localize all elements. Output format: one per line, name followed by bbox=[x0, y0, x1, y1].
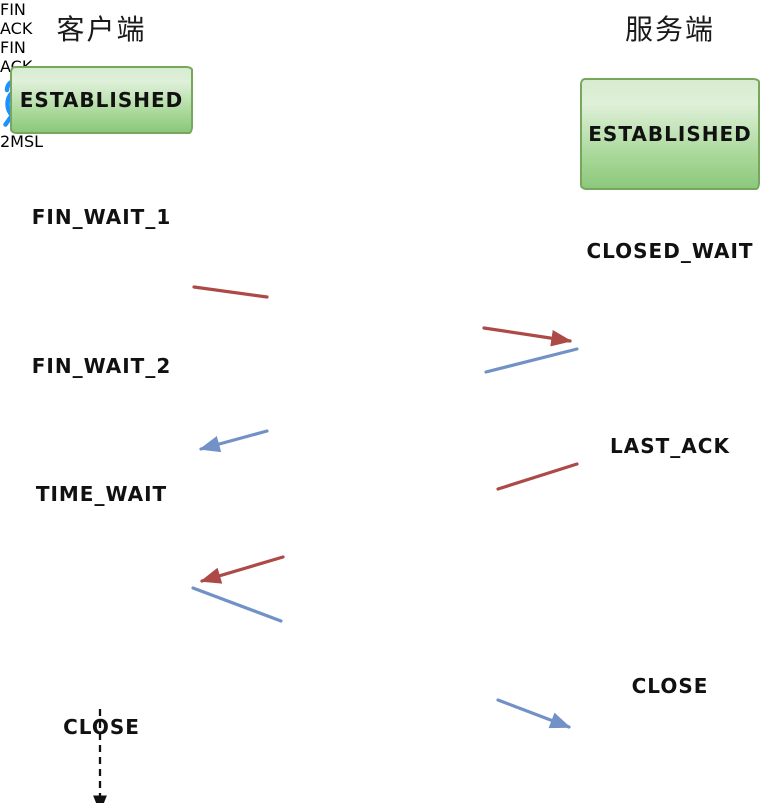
server-state-established: ESTABLISHED bbox=[580, 78, 760, 190]
message-arrows-layer bbox=[93, 285, 579, 803]
client-state-fin-wait-1: FIN_WAIT_1 bbox=[10, 134, 193, 300]
client-state-fin-wait-2: FIN_WAIT_2 bbox=[10, 300, 193, 432]
client-state-close-label: CLOSE bbox=[63, 714, 140, 739]
ack-message-label-1: ACK bbox=[0, 19, 33, 38]
server-state-last-ack-label: LAST_ACK bbox=[610, 434, 730, 458]
client-state-established-label: ESTABLISHED bbox=[19, 88, 184, 112]
server-state-closed-wait-label: CLOSED_WAIT bbox=[586, 239, 754, 263]
client-state-fin-wait-1-label: FIN_WAIT_1 bbox=[31, 205, 172, 229]
fin-arrow-2 bbox=[200, 462, 579, 584]
client-state-established: ESTABLISHED bbox=[10, 66, 193, 134]
server-column-title: 服务端 bbox=[624, 13, 715, 46]
client-column-title: 客户端 bbox=[56, 13, 147, 46]
client-state-time-wait-label: TIME_WAIT bbox=[35, 481, 168, 506]
server-state-established-label: ESTABLISHED bbox=[588, 122, 752, 146]
client-state-close: CLOSE bbox=[10, 674, 193, 779]
fin-message-label-2: FIN bbox=[0, 38, 26, 57]
server-state-close-label: CLOSE bbox=[631, 673, 709, 698]
client-state-fin-wait-2-label: FIN_WAIT_2 bbox=[31, 354, 172, 378]
server-state-close: CLOSE bbox=[580, 581, 760, 790]
timer-2msl-label: 2MSL bbox=[0, 132, 44, 151]
server-state-last-ack: LAST_ACK bbox=[580, 312, 760, 580]
fin-arrow-1 bbox=[192, 285, 573, 347]
server-state-closed-wait: CLOSED_WAIT bbox=[580, 190, 760, 312]
fin-message-label-1: FIN bbox=[0, 0, 26, 19]
ack-arrow-1 bbox=[198, 347, 579, 453]
client-state-time-wait: TIME_WAIT bbox=[10, 432, 193, 555]
ack-arrow-2 bbox=[191, 586, 571, 729]
